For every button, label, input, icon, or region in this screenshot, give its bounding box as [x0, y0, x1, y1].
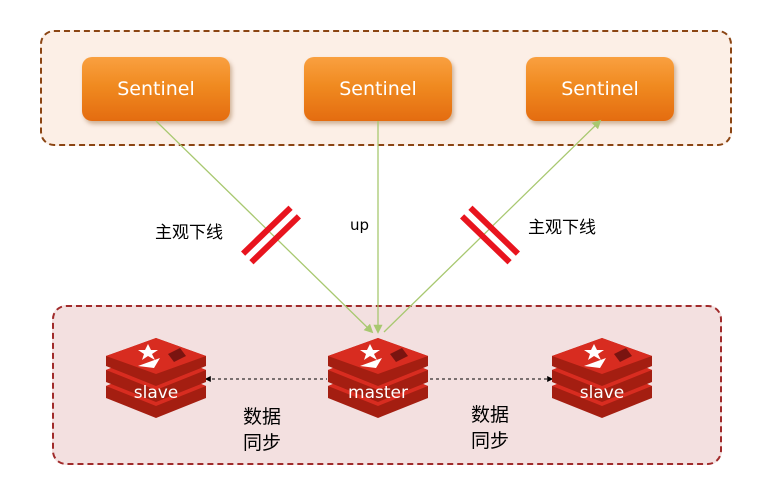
sentinel-node-2: Sentinel	[304, 57, 452, 121]
sync-label-line: 数据	[471, 404, 510, 426]
subjective-down-label-left: 主观下线	[155, 223, 223, 243]
redis-node-label: slave	[133, 383, 179, 403]
redis-slave-left: slave	[106, 336, 206, 420]
sync-label-line: 同步	[471, 430, 510, 452]
up-label: up	[350, 216, 370, 234]
redis-node-label: master	[348, 383, 408, 403]
sentinel-label: Sentinel	[117, 78, 195, 100]
broken-link-mark-right	[460, 205, 520, 265]
redis-logo-icon	[106, 338, 206, 418]
sync-label-line: 同步	[243, 432, 282, 454]
redis-slave-right: slave	[552, 336, 652, 420]
subjective-down-label-right: 主观下线	[528, 218, 596, 238]
redis-node-label: slave	[579, 383, 625, 403]
link-sentinel-1-master	[155, 120, 374, 334]
sync-label-line: 数据	[243, 406, 282, 428]
redis-logo-icon	[552, 338, 652, 418]
redis-logo-icon	[328, 338, 428, 418]
redis-master: master	[328, 336, 428, 420]
broken-link-mark-left	[241, 205, 301, 265]
sentinel-label: Sentinel	[561, 78, 639, 100]
sync-label-left: 数据 同步	[243, 404, 281, 456]
sentinel-label: Sentinel	[339, 78, 417, 100]
sentinel-node-1: Sentinel	[82, 57, 230, 121]
sync-label-right: 数据 同步	[471, 402, 509, 454]
sentinel-node-3: Sentinel	[526, 57, 674, 121]
